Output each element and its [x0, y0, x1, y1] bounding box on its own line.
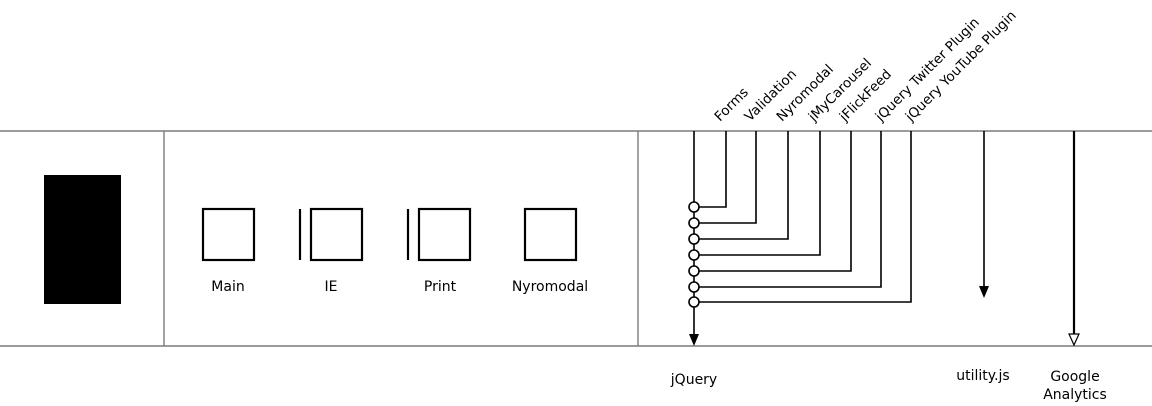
node-youtube: [688, 296, 700, 308]
connector-twitter: [699, 131, 882, 288]
node-forms: [688, 201, 700, 213]
analytics-label-line2: Analytics: [1043, 387, 1107, 403]
node-jmycarousel: [688, 249, 700, 261]
analytics-arrowhead: [1068, 333, 1080, 347]
stylesheet-ie-icon: [309, 207, 364, 262]
html-page-block: [44, 175, 121, 304]
connector-nyromodal: [699, 131, 789, 240]
connector-validation: [699, 131, 757, 224]
stylesheet-main-icon: [201, 207, 256, 262]
jquery-label: jQuery: [670, 372, 717, 388]
connector-forms: [699, 131, 727, 208]
utility-label: utility.js: [956, 368, 1009, 384]
stylesheet-nyromodal-icon: [523, 207, 578, 262]
utility-arrowhead: [979, 286, 989, 298]
jquery-arrowhead: [689, 334, 699, 346]
node-nyromodal: [688, 233, 700, 245]
connector-youtube: [699, 131, 912, 303]
stylesheet-main-label: Main: [211, 279, 244, 295]
node-jflickfeed: [688, 265, 700, 277]
node-twitter: [688, 281, 700, 293]
connector-jmycarousel: [699, 131, 821, 256]
connector-jflickfeed: [699, 131, 852, 272]
analytics-label-line1: Google: [1050, 369, 1099, 385]
stylesheet-ie-label: IE: [325, 279, 338, 295]
stylesheet-print-label: Print: [424, 279, 457, 295]
stylesheet-print-icon: [417, 207, 472, 262]
node-validation: [688, 217, 700, 229]
stylesheet-nyromodal-label: Nyromodal: [512, 279, 588, 295]
